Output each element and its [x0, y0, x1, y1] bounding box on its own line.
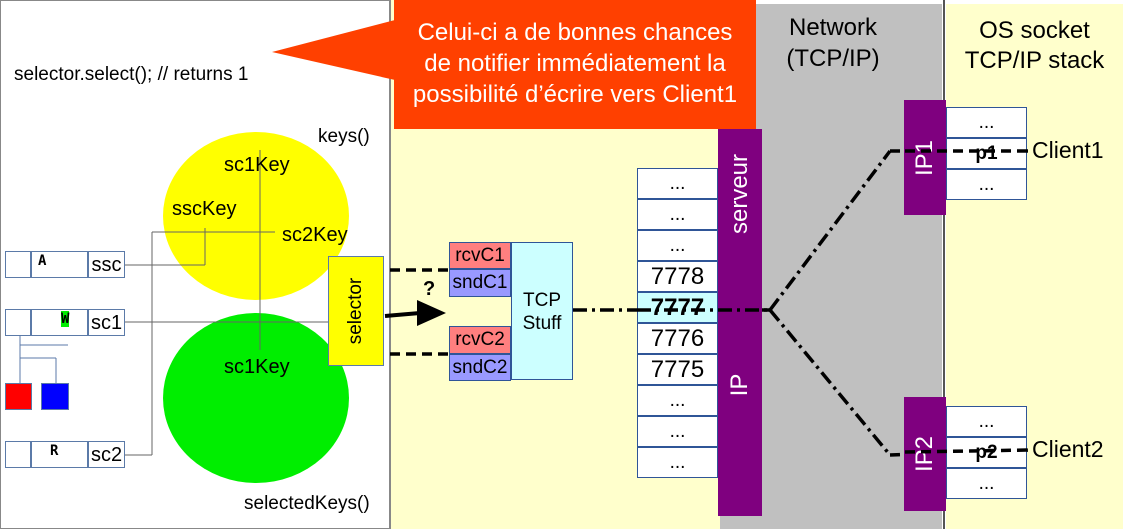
os-title-line-1: OS socket: [979, 17, 1090, 44]
client2-label: Client2: [1032, 436, 1104, 462]
channel-ssc-letter: A: [38, 253, 47, 269]
buffer-sndc1: sndC1: [449, 269, 511, 297]
keys-set-circle: [163, 132, 349, 300]
channel-ssc-name: ssc: [88, 251, 125, 278]
ip1-label: IP1: [911, 139, 938, 176]
channel-sc2-letter: R: [50, 443, 59, 459]
tcp-stuff-line-2: Stuff: [522, 313, 562, 334]
channel-ssc-slot: [5, 251, 31, 278]
os-title: OS socket TCP/IP stack: [946, 16, 1123, 76]
network-title-line-1: Network: [788, 14, 878, 41]
keys-label: keys(): [318, 126, 370, 147]
port-cell: ...: [637, 230, 718, 261]
port-cell: ...: [637, 385, 718, 416]
client2-cell-port: p2: [946, 437, 1027, 468]
ip2-label: IP2: [911, 435, 938, 473]
ip2-bar: IP2: [904, 397, 946, 511]
buffer-rcvc2: rcvC2: [449, 326, 511, 354]
channel-sc2-ops: R: [31, 441, 88, 468]
channel-sc2-slot: [5, 441, 31, 468]
port-cell: ...: [637, 416, 718, 447]
os-title-line-2: TCP/IP stack: [964, 47, 1105, 74]
channel-sc1-letter: W: [61, 311, 70, 327]
port-cell: ...: [637, 199, 718, 230]
channel-ssc-ops: A: [31, 251, 88, 278]
key-sc1key: sc1Key: [224, 154, 290, 176]
tcp-stuff-box: TCP Stuff: [511, 242, 573, 380]
buffer-rcvc1: rcvC1: [449, 242, 511, 269]
selected-keys-circle: [163, 313, 349, 483]
ip1-bar: IP1: [904, 100, 946, 215]
network-divider: [943, 0, 945, 529]
blue-attachment-square: [41, 383, 69, 410]
key-sc2key: sc2Key: [282, 224, 348, 246]
port-cell: ...: [637, 168, 718, 199]
selected-key-sc1key: sc1Key: [224, 356, 290, 378]
selected-keys-label: selectedKeys(): [244, 493, 370, 514]
client1-cell: ...: [946, 169, 1027, 200]
channel-sc1-slot: [5, 309, 31, 336]
key-ssckey: sscKey: [172, 198, 237, 220]
channel-sc2-name: sc2: [88, 441, 125, 468]
client2-cell: ...: [946, 406, 1027, 437]
buffer-sndc2: sndC2: [449, 354, 511, 381]
client1-cell: ...: [946, 107, 1027, 138]
port-cell: 7778: [637, 261, 718, 292]
client1-cell-port: p1: [946, 138, 1027, 169]
selector-box: selector: [328, 256, 384, 366]
serveur-bar: serveur: [718, 129, 762, 259]
serveur-label: serveur: [726, 153, 753, 235]
network-title-line-2: (TCP/IP): [786, 45, 880, 72]
callout-line-3: possibilité d’écrire vers Client1: [412, 81, 738, 108]
channel-sc1-ops: W: [31, 309, 88, 336]
port-cell: ...: [637, 447, 718, 478]
red-attachment-square: [5, 383, 32, 410]
network-title: Network (TCP/IP): [748, 12, 918, 74]
ip-bar: IP: [718, 259, 762, 516]
client1-label: Client1: [1032, 137, 1104, 163]
port-cell: 7776: [637, 323, 718, 354]
tcp-stuff-line-1: TCP: [523, 290, 561, 311]
channel-sc1-name: sc1: [88, 309, 125, 336]
selector-label: selector: [345, 277, 366, 345]
port-cell: 7775: [637, 354, 718, 385]
select-call-text: selector.select(); // returns 1: [14, 64, 249, 85]
port-cell-highlighted: 7777: [637, 292, 718, 323]
callout-box: Celui-ci a de bonnes chances de notifier…: [394, 0, 756, 129]
ip-label: IP: [726, 373, 753, 397]
callout-line-2: de notifier immédiatement la: [424, 50, 726, 77]
callout-line-1: Celui-ci a de bonnes chances: [417, 19, 733, 46]
question-mark: ?: [423, 278, 436, 300]
client2-cell: ...: [946, 468, 1027, 499]
